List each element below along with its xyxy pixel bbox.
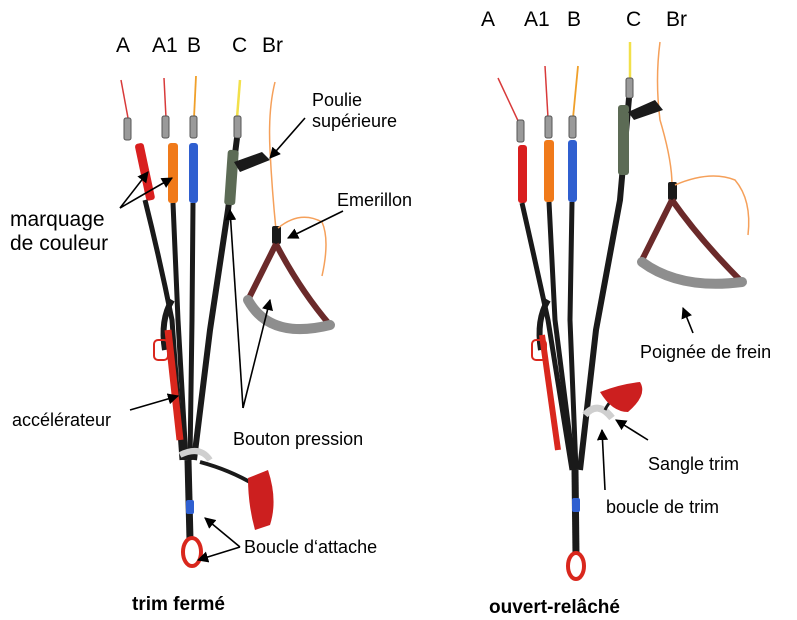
line-b-left (194, 76, 196, 118)
riser-label-a-left: A (116, 34, 130, 58)
label-sangle-trim: Sangle trim (648, 454, 739, 475)
maillon-b-right (569, 116, 576, 138)
attachment-loop-left (183, 538, 201, 566)
arrow-poignee (683, 308, 693, 333)
label-poulie: Poulie supérieure (312, 90, 397, 131)
handle-web-right-b (672, 200, 742, 282)
label-emerillon: Emerillon (337, 190, 412, 211)
riser-label-c-left: C (232, 34, 247, 58)
line-b-right (573, 66, 578, 118)
marker-b-left (189, 143, 198, 203)
caption-trim-ferme: trim fermé (132, 594, 225, 616)
lower-webbing-right (575, 470, 576, 555)
riser-label-b-left: B (187, 34, 201, 58)
riser-label-a1-right: A1 (524, 8, 550, 32)
maillon-c-left (234, 116, 241, 138)
brake-line-right (658, 42, 673, 185)
riser-set-trim-closed (121, 76, 330, 566)
arrow-sangle-trim (616, 420, 648, 440)
marker-a-right (518, 145, 527, 203)
line-a1-left (164, 78, 166, 118)
riser-label-c-right: C (626, 8, 641, 32)
label-poignee-frein: Poignée de frein (640, 342, 771, 363)
maillon-a1-right (545, 116, 552, 138)
arrow-accelerateur (130, 396, 178, 410)
riser-label-br-right: Br (666, 8, 687, 32)
arrow-bouton-1 (230, 210, 243, 408)
riser-label-a-right: A (481, 8, 495, 32)
maillon-b-left (190, 116, 197, 138)
webbing-a-right (522, 203, 572, 470)
arrow-emerillon (288, 211, 343, 238)
pulley-left (234, 152, 270, 172)
trim-tab-left (248, 470, 274, 530)
label-marquage: marquage de couleur (10, 208, 108, 256)
c-riser-grey-right (618, 105, 629, 175)
attachment-loop-right (568, 553, 584, 579)
maillon-a-right (517, 120, 524, 142)
riser-label-br-left: Br (262, 34, 283, 58)
maillon-a-left (124, 118, 131, 140)
swivel-left (272, 226, 281, 244)
handle-web-left-a (248, 244, 276, 300)
maillon-c-right (626, 78, 633, 98)
brake-tail-left (278, 217, 326, 276)
marker-a1-right (544, 140, 554, 202)
marker-a1-left (168, 143, 178, 203)
handle-web-left-b (276, 244, 330, 325)
arrow-boucle-attache-2 (198, 547, 240, 560)
brake-tail-right (675, 176, 749, 235)
line-c-left (237, 80, 240, 118)
label-accelerateur: accélérateur (12, 410, 111, 431)
lower-blue-left (186, 500, 194, 514)
marker-a-left (134, 143, 155, 202)
caption-ouvert-relache: ouvert-relâché (489, 597, 620, 619)
arrow-boucle-attache-1 (205, 518, 240, 547)
handle-web-right-a (642, 200, 672, 260)
trim-webbing-left (200, 462, 255, 485)
arrow-boucle-trim (602, 430, 605, 490)
line-a-left (121, 80, 128, 118)
arrow-poulie (270, 118, 305, 158)
c-riser-grey-left (224, 150, 239, 206)
marker-b-right (568, 140, 577, 202)
line-a1-right (545, 66, 548, 118)
label-bouton-pression: Bouton pression (233, 429, 363, 450)
label-boucle-trim: boucle de trim (606, 497, 719, 518)
riser-label-a1-left: A1 (152, 34, 178, 58)
label-boucle-attache: Boucle d‘attache (244, 537, 377, 558)
line-a-right (498, 78, 520, 125)
lower-blue-right (572, 498, 580, 512)
riser-label-b-right: B (567, 8, 581, 32)
maillon-a1-left (162, 116, 169, 138)
webbing-b-left (190, 203, 193, 460)
